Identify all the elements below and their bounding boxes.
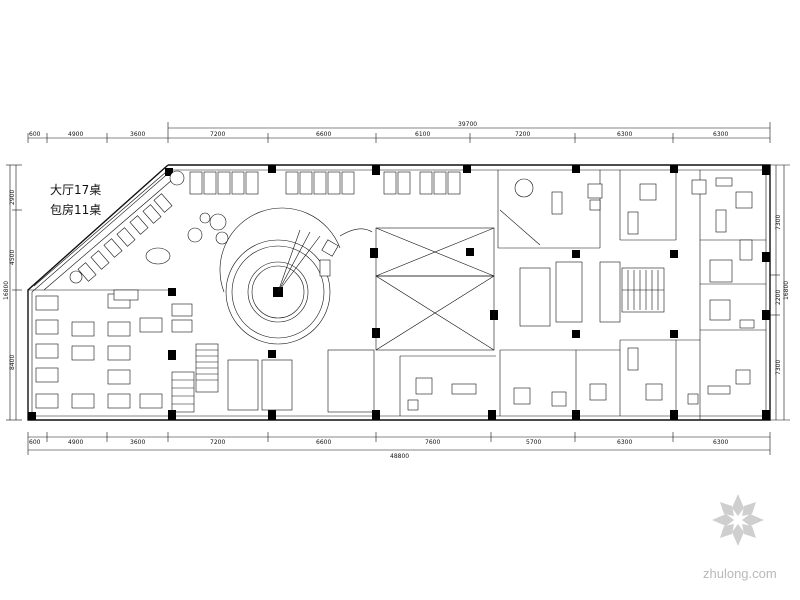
right-dim-2: 7300 <box>775 360 782 375</box>
bottom-dim-5: 7600 <box>425 439 440 446</box>
private-room-tables <box>407 177 755 411</box>
right-dimension-chain: 7300 2200 7300 16800 <box>770 164 790 421</box>
bottom-dim-1: 4900 <box>68 439 83 446</box>
bottom-dimension-chain: 600 4900 3600 7200 6600 7600 5700 6300 6… <box>27 432 771 460</box>
private-room-walls <box>227 170 766 420</box>
right-total: 16800 <box>783 281 790 300</box>
bottom-dim-4: 6600 <box>316 439 331 446</box>
hall-tables-note: 大厅17桌 <box>50 183 101 197</box>
left-dim-1: 4500 <box>9 250 16 265</box>
right-dim-0: 7300 <box>775 215 782 230</box>
top-dim-1: 4900 <box>68 131 83 138</box>
elevator-core <box>327 227 495 413</box>
bottom-dim-7: 6300 <box>617 439 632 446</box>
bottom-dim-6: 5700 <box>526 439 541 446</box>
bottom-dim-0: 600 <box>29 439 41 446</box>
staircases <box>171 267 665 413</box>
bottom-dim-2: 3600 <box>130 439 145 446</box>
watermark-text: zhulong.com <box>703 566 777 581</box>
top-dim-2: 3600 <box>130 131 145 138</box>
zhulong-watermark: zhulong.com <box>703 494 777 581</box>
zhulong-logo-icon <box>712 494 764 546</box>
diagonal-booth-row <box>33 171 173 291</box>
top-dim-4: 6600 <box>316 131 331 138</box>
round-lounge <box>69 170 341 345</box>
left-dimension-chain: 2900 4500 8400 16800 <box>3 164 22 421</box>
top-dimension-chain: 600 4900 3600 7200 6600 6100 7200 6300 6… <box>27 121 771 143</box>
bottom-total: 48800 <box>390 453 409 460</box>
left-total: 16800 <box>3 281 10 300</box>
outer-walls <box>27 164 771 421</box>
left-dim-2: 8400 <box>9 355 16 370</box>
table-count-notes: 大厅17桌 包房11桌 <box>50 183 101 217</box>
top-dim-3: 7200 <box>210 131 225 138</box>
bottom-dim-8: 6300 <box>713 439 728 446</box>
top-total: 39700 <box>458 121 477 128</box>
top-dim-8: 6300 <box>713 131 728 138</box>
top-dim-6: 7200 <box>515 131 530 138</box>
left-dim-0: 2900 <box>9 190 16 205</box>
bottom-dim-3: 7200 <box>210 439 225 446</box>
right-dim-1: 2200 <box>775 290 782 305</box>
private-room-tables-note: 包房11桌 <box>50 202 101 217</box>
structural-columns <box>28 165 770 420</box>
top-dim-5: 6100 <box>415 131 430 138</box>
top-dim-7: 6300 <box>617 131 632 138</box>
top-dim-0: 600 <box>29 131 41 138</box>
left-hall-tables <box>35 289 193 409</box>
top-booth-row <box>189 171 461 195</box>
